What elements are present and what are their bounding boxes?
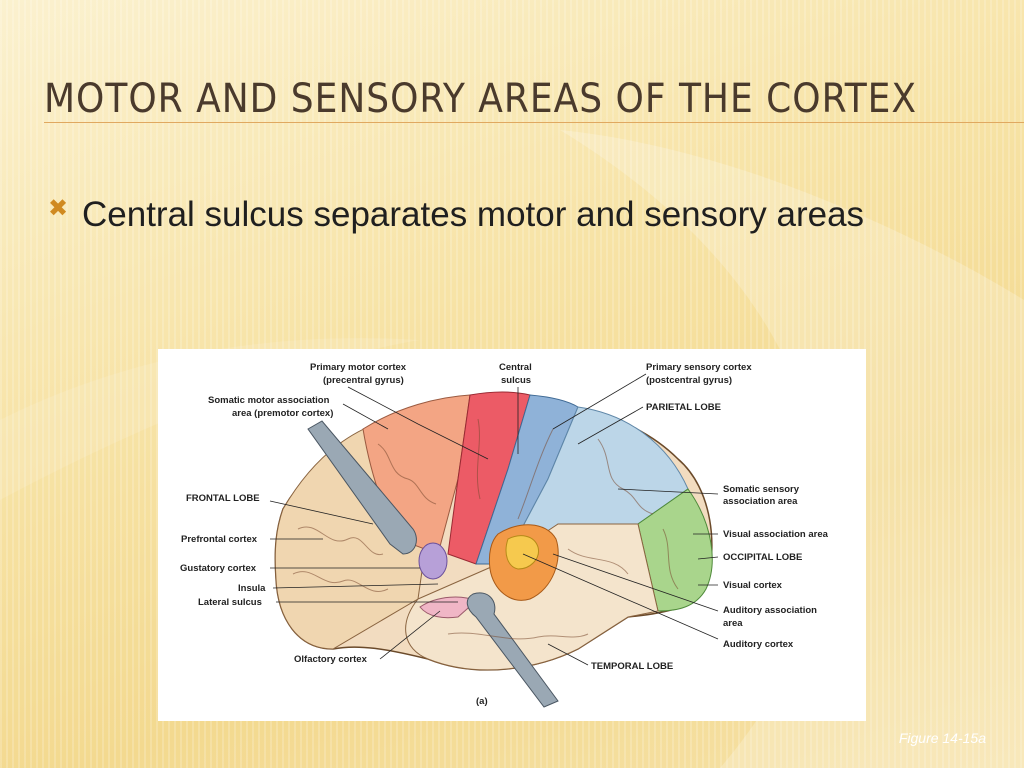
occipital-region bbox=[637, 488, 713, 612]
label-panel: (a) bbox=[476, 696, 488, 707]
gustatory-region bbox=[418, 542, 448, 580]
label-somatic-sensory-sub: association area bbox=[723, 496, 798, 507]
label-auditory-association: Auditory association bbox=[723, 605, 817, 616]
title-underline bbox=[44, 122, 1024, 123]
label-olfactory-cortex: Olfactory cortex bbox=[294, 654, 368, 665]
label-somatic-motor: Somatic motor association bbox=[208, 395, 330, 406]
label-primary-motor: Primary motor cortex bbox=[310, 362, 407, 373]
label-gustatory-cortex: Gustatory cortex bbox=[180, 563, 257, 574]
label-visual-cortex: Visual cortex bbox=[723, 580, 783, 591]
leader-lines bbox=[269, 373, 719, 666]
label-primary-sensory: Primary sensory cortex bbox=[646, 362, 752, 373]
label-prefrontal-cortex: Prefrontal cortex bbox=[181, 534, 258, 545]
label-frontal-lobe: FRONTAL LOBE bbox=[186, 493, 260, 504]
label-somatic-motor-sub: area (premotor cortex) bbox=[232, 408, 333, 419]
label-central-sulcus-sub: sulcus bbox=[501, 375, 531, 386]
retractor-bottom bbox=[466, 592, 559, 708]
figure-caption: Figure 14-15a bbox=[898, 730, 986, 746]
brain-diagram: Primary motor cortex (precentral gyrus) … bbox=[158, 349, 866, 721]
bullet-item: ✖ Central sulcus separates motor and sen… bbox=[48, 188, 948, 242]
label-primary-sensory-sub: (postcentral gyrus) bbox=[646, 375, 732, 386]
label-central-sulcus: Central bbox=[499, 362, 532, 373]
primary-motor-region bbox=[447, 391, 531, 565]
label-auditory-association-sub: area bbox=[723, 618, 743, 629]
label-parietal-lobe: PARIETAL LOBE bbox=[646, 402, 721, 413]
slide-title: Motor and Sensory Areas of the Cortex bbox=[44, 76, 918, 122]
label-insula: Insula bbox=[238, 583, 266, 594]
label-primary-motor-sub: (precentral gyrus) bbox=[323, 375, 404, 386]
label-occipital-lobe: OCCIPITAL LOBE bbox=[723, 552, 802, 563]
auditory-cortex-region bbox=[505, 535, 539, 570]
retractor-top bbox=[307, 420, 417, 555]
brain-diagram-svg: Primary motor cortex (precentral gyrus) … bbox=[180, 362, 829, 708]
label-lateral-sulcus: Lateral sulcus bbox=[198, 597, 262, 608]
diagram-labels: Primary motor cortex (precentral gyrus) … bbox=[180, 362, 829, 707]
label-visual-association: Visual association area bbox=[723, 529, 829, 540]
x-mark-icon: ✖ bbox=[48, 194, 69, 222]
label-temporal-lobe: TEMPORAL LOBE bbox=[591, 661, 673, 672]
label-somatic-sensory: Somatic sensory bbox=[723, 484, 800, 495]
label-auditory-cortex: Auditory cortex bbox=[723, 639, 794, 650]
bullet-text: Central sulcus separates motor and senso… bbox=[82, 195, 865, 234]
